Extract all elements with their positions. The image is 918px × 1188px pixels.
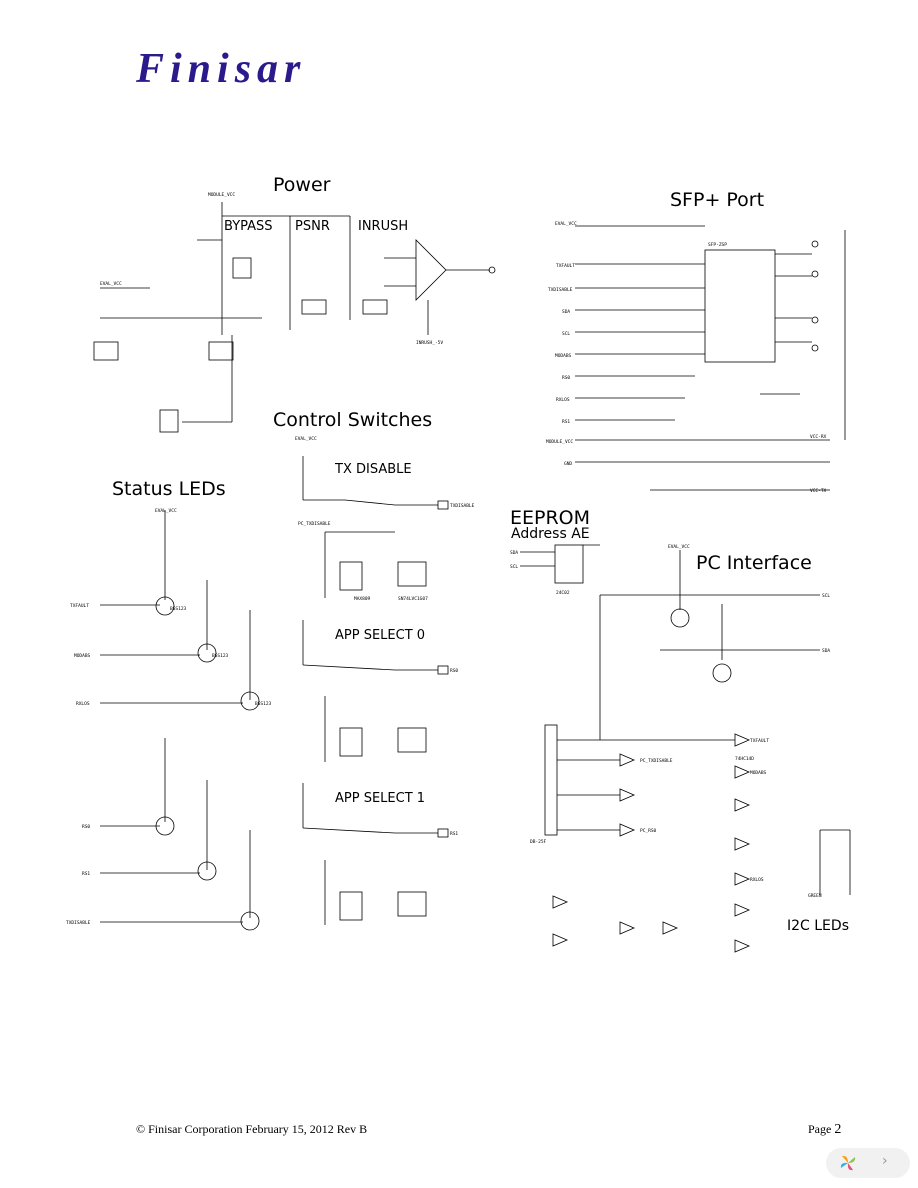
svg-text:PC_TXDISABLE: PC_TXDISABLE [298, 521, 331, 527]
svg-text:PC_RS0: PC_RS0 [640, 828, 657, 834]
section-title-eeprom: EEPROM [510, 507, 591, 529]
svg-text:SN74LVC1G07: SN74LVC1G07 [398, 596, 428, 602]
svg-text:INRUSH_-5V: INRUSH_-5V [416, 340, 443, 346]
svg-text:TXFAULT: TXFAULT [70, 603, 89, 609]
svg-text:TXFAULT: TXFAULT [556, 263, 575, 269]
section-title-control-switches: Control Switches [273, 409, 433, 431]
section-title-sfp-port: SFP+ Port [670, 189, 765, 211]
svg-text:EVAL_VCC: EVAL_VCC [668, 544, 690, 550]
svg-text:SCL: SCL [562, 331, 570, 337]
svg-text:PC_TXDISABLE: PC_TXDISABLE [640, 758, 673, 764]
section-title-pc-interface: PC Interface [696, 552, 812, 574]
svg-text:MODULE_VCC: MODULE_VCC [208, 192, 235, 198]
label-tx-disable: TX DISABLE [335, 462, 412, 477]
label-app-select-1: APP SELECT 1 [335, 791, 426, 806]
svg-text:SDA: SDA [822, 648, 830, 654]
svg-text:MODULE_VCC: MODULE_VCC [546, 439, 573, 445]
svg-text:RS0: RS0 [450, 668, 458, 674]
svg-text:RXLOS: RXLOS [750, 877, 764, 883]
label-psnr: PSNR [295, 219, 330, 234]
svg-text:MODABS: MODABS [555, 353, 572, 359]
svg-text:TXDISABLE: TXDISABLE [548, 287, 573, 293]
svg-text:RXLOS: RXLOS [556, 397, 570, 403]
footer-copyright: © Finisar Corporation February 15, 2012 … [136, 1122, 368, 1136]
svg-text:TXDISABLE: TXDISABLE [66, 920, 91, 926]
svg-text:DB-25F: DB-25F [530, 839, 547, 845]
svg-text:RS1: RS1 [450, 831, 458, 837]
svg-text:RS0: RS0 [82, 824, 90, 830]
svg-text:RS1: RS1 [562, 419, 570, 425]
page-indicator: Page 2 [808, 1122, 842, 1137]
svg-text:BSS123: BSS123 [255, 701, 272, 707]
eeprom-address: Address AE [511, 526, 590, 542]
svg-text:BSS123: BSS123 [212, 653, 229, 659]
svg-text:SDA: SDA [562, 309, 570, 315]
svg-text:SDA: SDA [510, 550, 518, 556]
viewer-logo-icon [840, 1155, 856, 1171]
svg-text:EVAL_VCC: EVAL_VCC [155, 508, 177, 514]
label-app-select-0: APP SELECT 0 [335, 628, 426, 643]
svg-text:MODABS: MODABS [750, 770, 767, 776]
svg-text:24C02: 24C02 [556, 590, 570, 596]
svg-text:EVAL_VCC: EVAL_VCC [295, 436, 317, 442]
label-bypass: BYPASS [224, 219, 273, 234]
svg-text:SFP-ZSP: SFP-ZSP [708, 242, 727, 248]
svg-text:RS0: RS0 [562, 375, 570, 381]
svg-text:GREEN: GREEN [808, 893, 822, 899]
svg-text:MAX809: MAX809 [354, 596, 371, 602]
section-title-status-leds: Status LEDs [112, 478, 226, 500]
svg-text:EVAL_VCC: EVAL_VCC [555, 221, 577, 227]
svg-text:EVAL_VCC: EVAL_VCC [100, 281, 122, 287]
svg-text:SCL: SCL [510, 564, 518, 570]
svg-text:74HC14D: 74HC14D [735, 756, 754, 762]
svg-text:TXFAULT: TXFAULT [750, 738, 769, 744]
svg-text:TXDISABLE: TXDISABLE [450, 503, 475, 509]
finisar-logo: Finisar [136, 46, 307, 92]
svg-text:VCC-TX: VCC-TX [810, 488, 827, 494]
svg-text:RS1: RS1 [82, 871, 90, 877]
svg-text:SCL: SCL [822, 593, 830, 599]
section-title-i2c-leds: I2C LEDs [787, 918, 849, 934]
section-title-power: Power [273, 174, 331, 196]
svg-text:BSS123: BSS123 [170, 606, 187, 612]
svg-text:RXLOS: RXLOS [76, 701, 90, 707]
viewer-nav-pill[interactable]: › [826, 1148, 910, 1178]
next-page-icon[interactable]: › [882, 1153, 888, 1169]
svg-text:MODABS: MODABS [74, 653, 91, 659]
label-inrush: INRUSH [358, 219, 409, 234]
svg-text:VCC-RX: VCC-RX [810, 434, 827, 440]
svg-text:GND: GND [564, 461, 572, 467]
